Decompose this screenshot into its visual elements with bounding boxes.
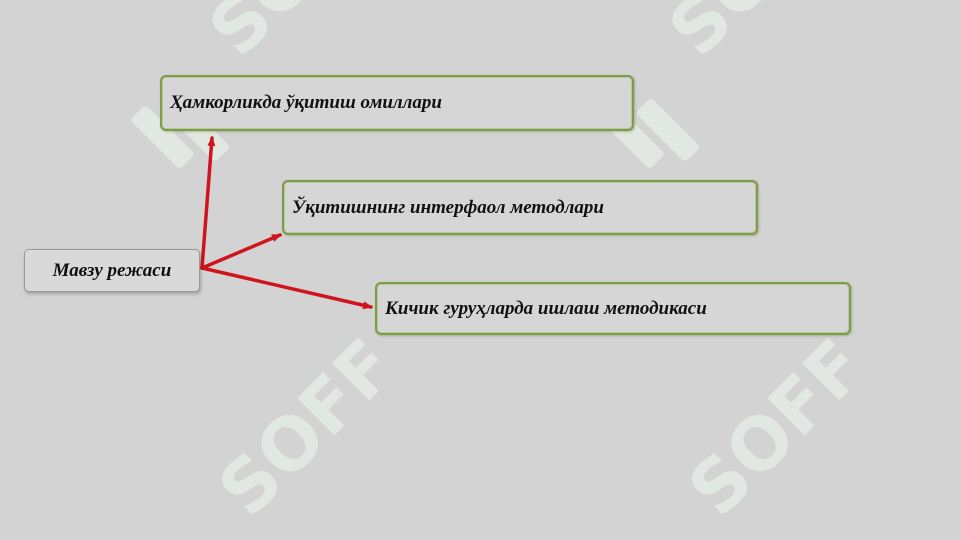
topic-box-2: Ўқитишнинг интерфаол методлари xyxy=(282,180,758,235)
root-node-box: Мавзу режаси xyxy=(24,249,200,292)
watermark-text: SOFF xyxy=(203,323,412,532)
watermark-text: SOFF xyxy=(193,0,402,72)
arrow-to-topic-3 xyxy=(200,266,373,310)
topic-label-2: Ўқитишнинг интерфаол методлари xyxy=(292,196,604,218)
topic-box-3: Кичик гуруҳларда ишлаш методикаси xyxy=(375,282,851,335)
watermark-text: SOFF xyxy=(653,0,862,72)
arrow-to-topic-1 xyxy=(200,136,216,270)
root-node-label: Мавзу режаси xyxy=(52,259,172,281)
topic-label-1: Ҳамкорликда ўқитиш омиллари xyxy=(170,92,442,113)
arrow-to-topic-2 xyxy=(200,233,282,270)
watermark-text: SOFF xyxy=(673,323,882,532)
topic-label-3: Кичик гуруҳларда ишлаш методикаси xyxy=(385,297,707,319)
topic-box-1: Ҳамкорликда ўқитиш омиллари xyxy=(160,75,634,131)
